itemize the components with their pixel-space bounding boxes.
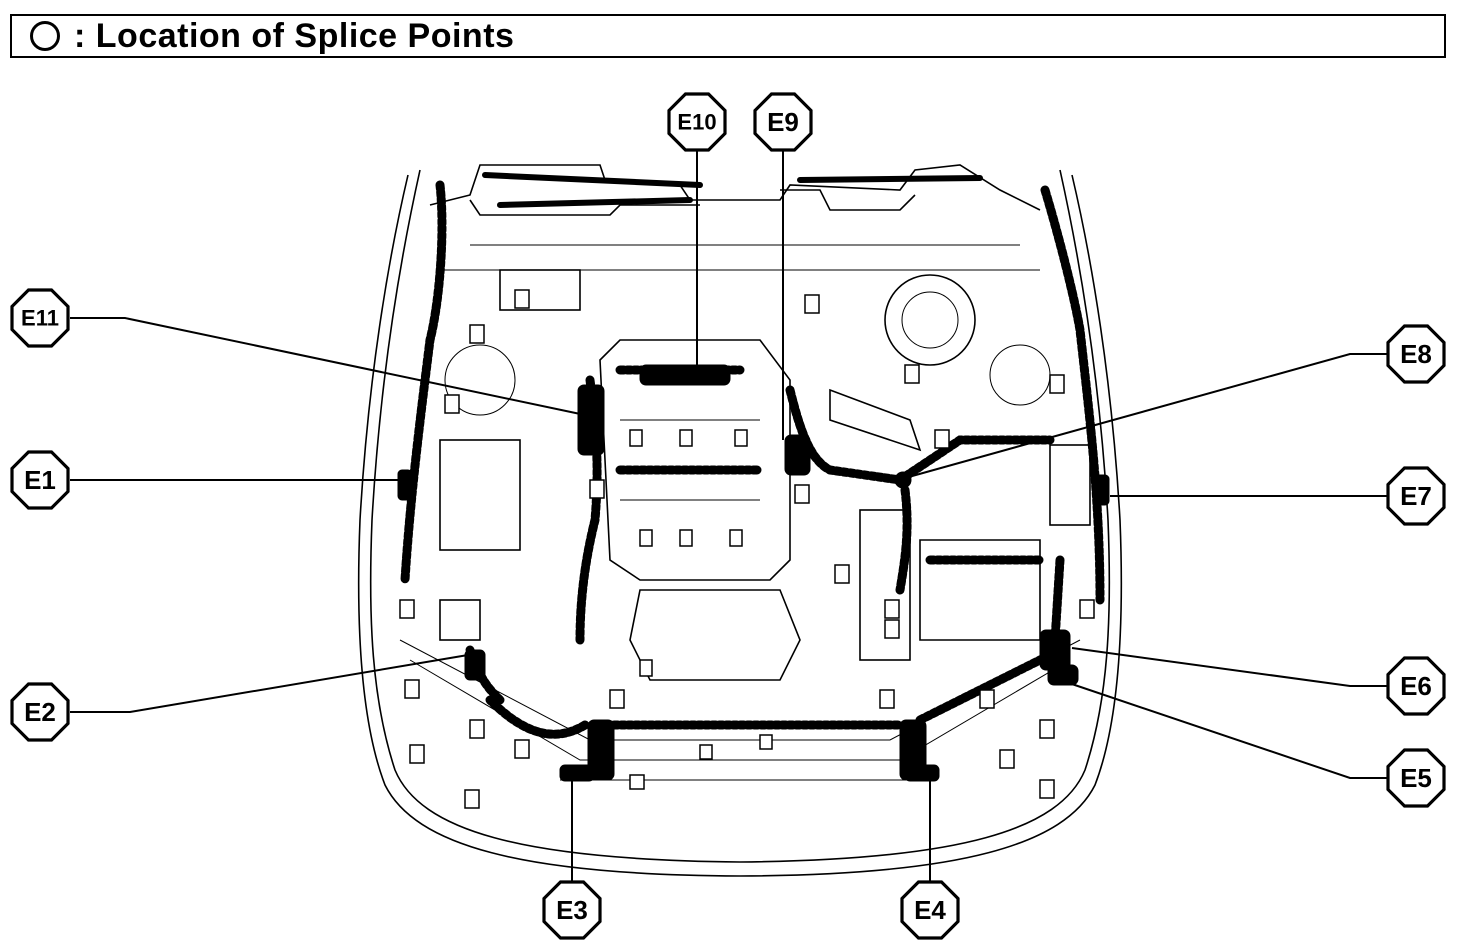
leader-lines [70,150,1388,885]
page-title: : Location of Splice Points [74,16,515,55]
label-e9-text: E9 [767,107,799,137]
leader-line-e8 [904,353,1388,479]
leader-line-e2 [70,654,469,713]
wire-harness [400,180,1105,739]
label-e5-text: E5 [1400,763,1432,793]
leader-line-e6 [1071,647,1388,687]
label-e2: E2 [10,682,70,742]
label-e5: E5 [1386,748,1446,808]
label-e4-text: E4 [914,895,946,925]
splice-labels: E1 E2 E3 E4 E5 E6 E7 E8 [10,92,1446,940]
splice-point-circle-icon [30,21,60,51]
label-e6: E6 [1386,656,1446,716]
car-body-outline [357,169,1123,877]
label-e11: E11 [10,288,70,348]
label-e10-text: E10 [677,110,716,135]
leader-line-e11 [70,317,586,416]
label-e3: E3 [542,880,602,940]
label-e4: E4 [900,880,960,940]
cowl-panel [429,164,1041,216]
label-e8-text: E8 [1400,339,1432,369]
splice-points [397,364,1110,782]
label-e6-text: E6 [1400,671,1432,701]
label-e3-text: E3 [556,895,588,925]
label-e10: E10 [667,92,727,152]
label-e8: E8 [1386,324,1446,384]
label-e1: E1 [10,450,70,510]
label-e9: E9 [753,92,813,152]
label-e7: E7 [1386,466,1446,526]
label-e7-text: E7 [1400,481,1432,511]
connectors [399,289,1095,809]
leader-line-e5 [1059,679,1388,779]
engine-block [439,269,1091,681]
label-e1-text: E1 [24,465,56,495]
label-e11-text: E11 [21,306,59,331]
label-e2-text: E2 [24,697,56,727]
header-bar: : Location of Splice Points [10,14,1446,58]
